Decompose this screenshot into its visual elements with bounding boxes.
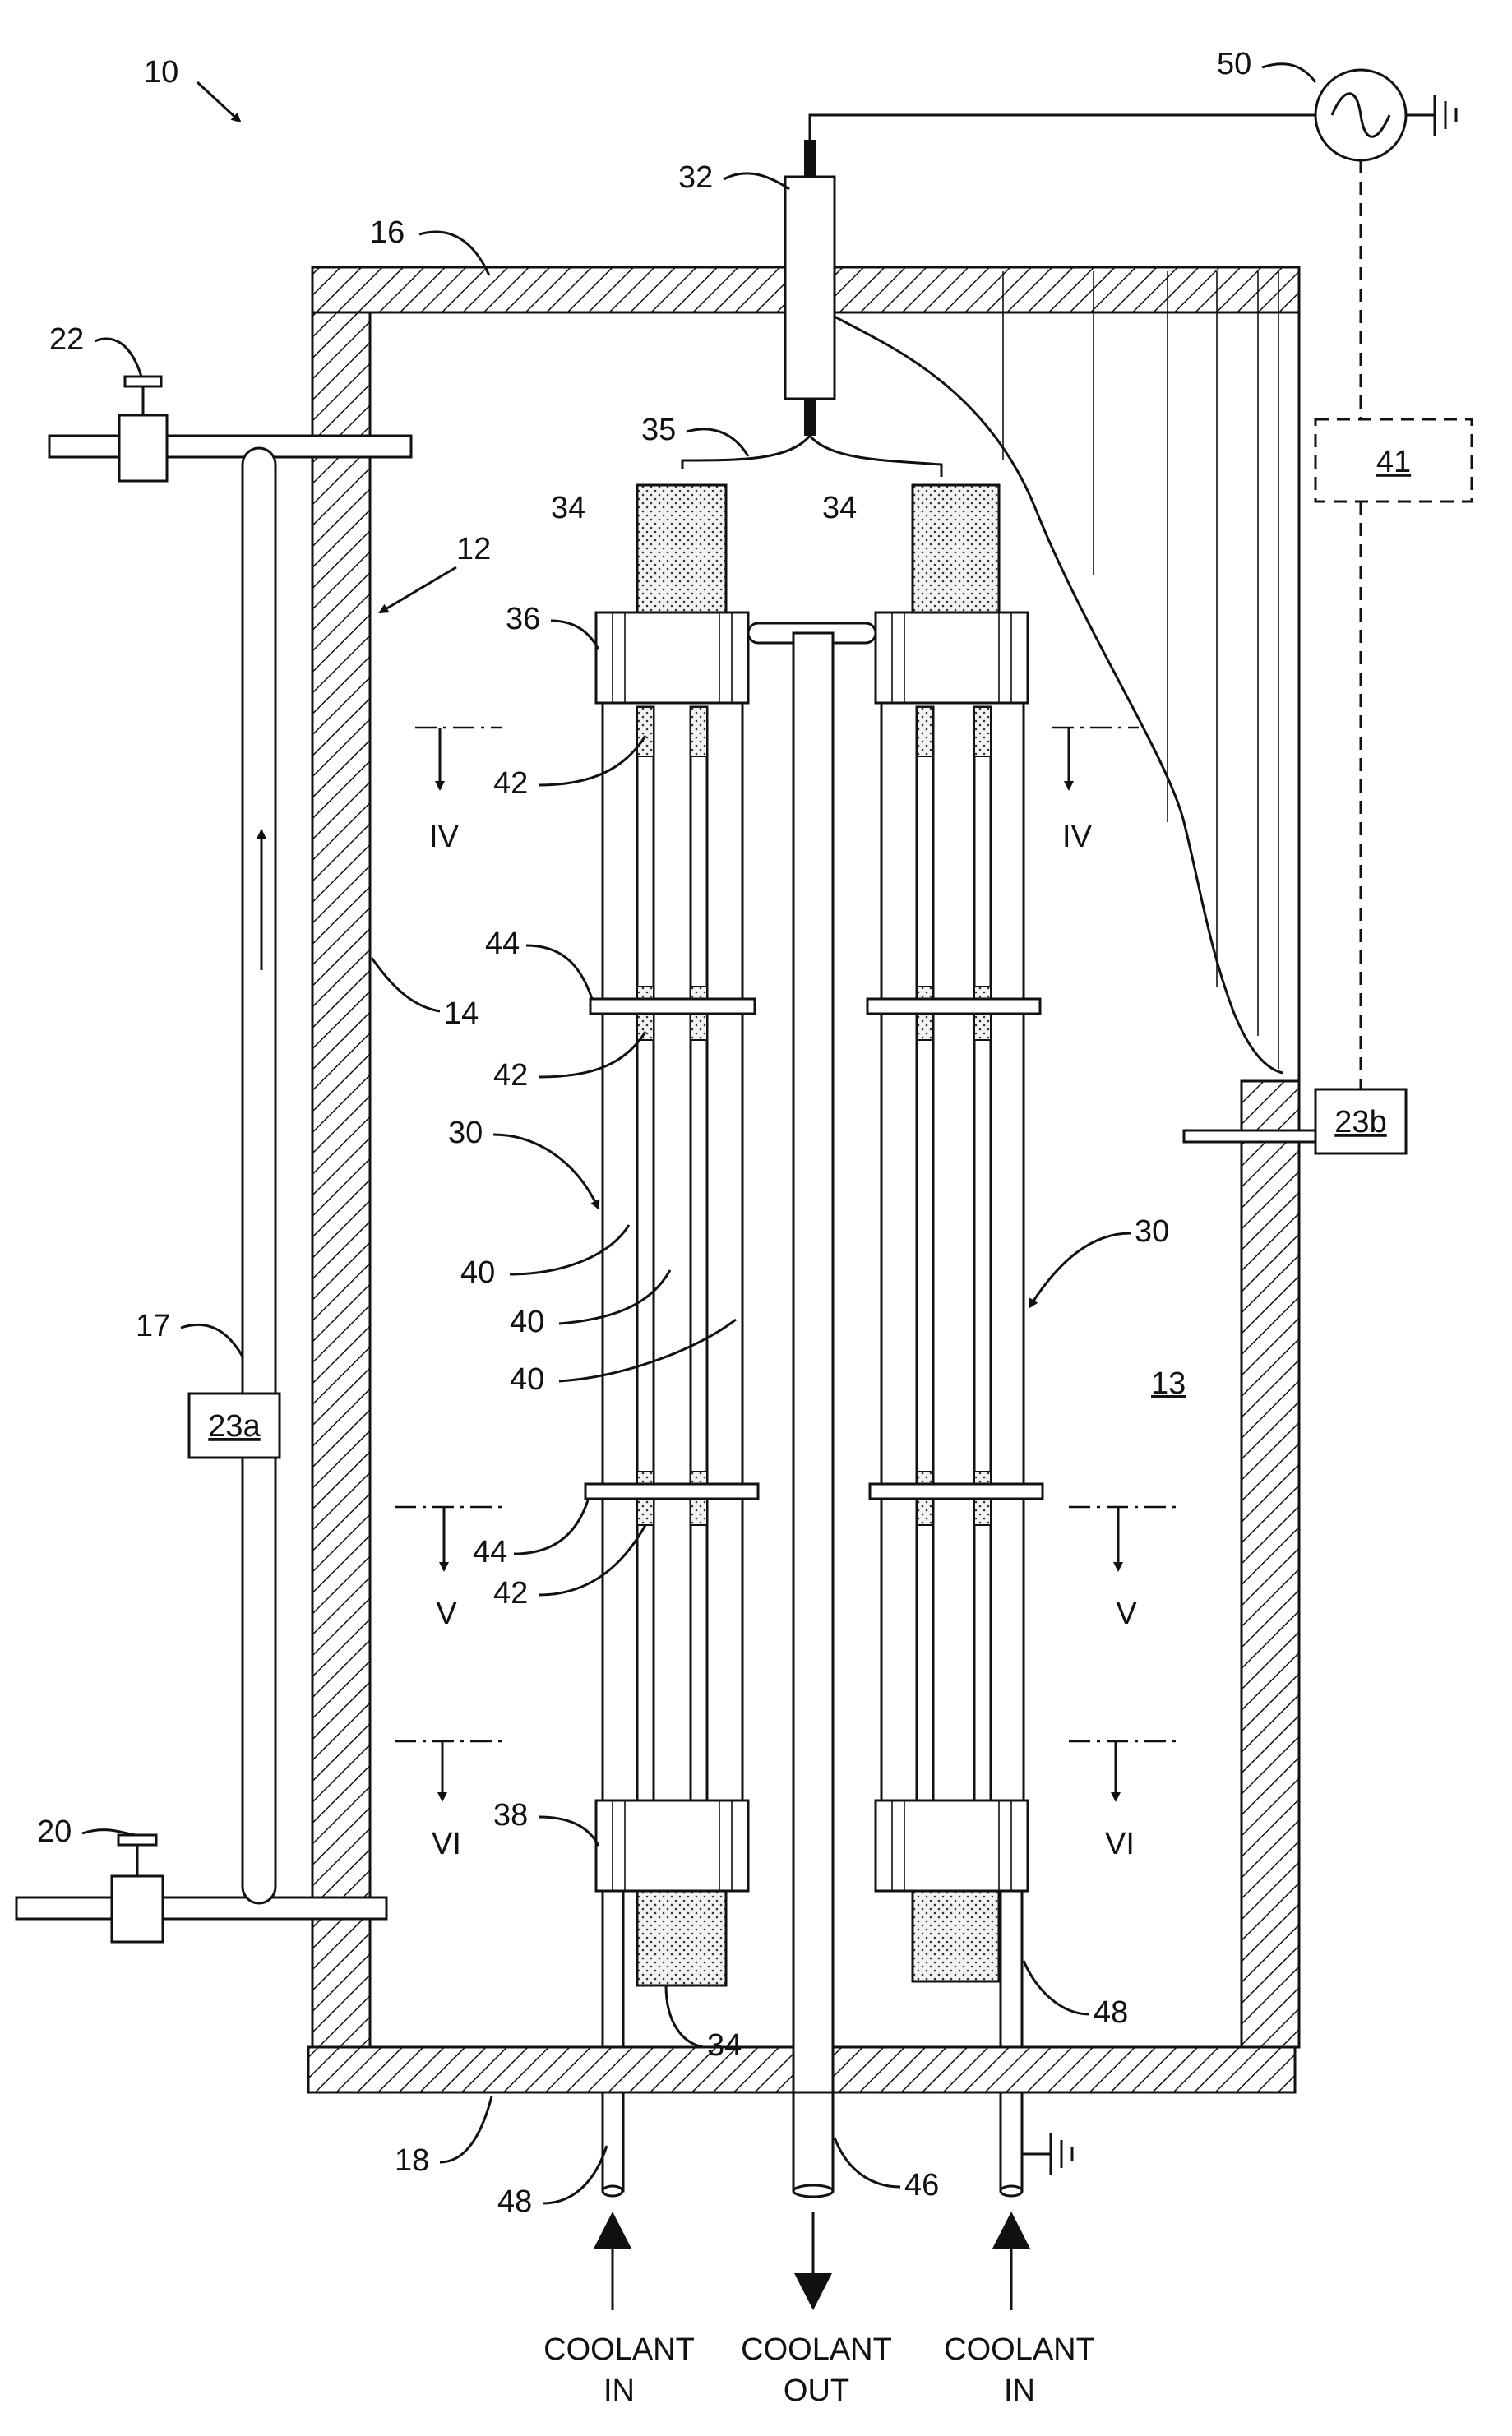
ring-right-lower [870,1484,1043,1499]
ref-46: 46 [904,2168,939,2203]
ring-left-upper [590,999,755,1014]
ref-40-b: 40 [510,1305,544,1339]
ref-10: 10 [144,55,178,90]
rod-right-top [913,485,999,612]
rod-left-top [637,485,726,612]
ring-left-lower [585,1484,758,1499]
lower-valve[interactable] [112,1876,163,1942]
section-mark-vi-right: VI [1069,1741,1176,1861]
ref-44-bottom: 44 [473,1535,507,1569]
vessel-left-wall [312,312,370,2047]
flow-arrow-out [794,2212,832,2310]
electrode-assembly-left [585,485,758,2047]
feedthrough [785,140,835,436]
ref-16: 16 [370,215,405,250]
coolant-in-right-line2: IN [1004,2374,1035,2408]
flow-arrow-in-left [594,2212,631,2310]
ref-22: 22 [49,322,84,357]
section-label-iv-right: IV [1062,820,1093,854]
electrode-assembly-right [867,485,1043,2047]
ring-right-upper [867,999,1040,1014]
collar-lower-right [876,1800,1028,1891]
coolant-out-line2: OUT [784,2374,849,2408]
ref-13: 13 [1151,1366,1186,1401]
ref-35: 35 [641,413,676,447]
ref-32: 32 [678,160,713,195]
collar-lower-left [596,1800,748,1891]
ground-icon [1435,95,1456,136]
collar-upper-right [876,612,1028,703]
ref-42-top: 42 [493,766,528,801]
ref-20: 20 [37,1814,72,1849]
upper-valve[interactable] [119,415,167,481]
coolant-in-left-line1: COOLANT [543,2332,695,2367]
ref-42-mid: 42 [493,1058,528,1093]
section-mark-v-right: V [1069,1507,1176,1631]
rod-left-bottom [637,1891,726,1985]
section-label-iv-left: IV [429,820,460,854]
section-mark-iv-left: IV [415,728,502,854]
ref-42-bottom: 42 [493,1576,528,1611]
ref-40-c: 40 [510,1362,544,1397]
ref-30-left: 30 [448,1116,483,1150]
ref-12: 12 [456,532,491,566]
ref-34-left: 34 [551,491,585,525]
flow-arrow-in-right [992,2212,1030,2310]
ref-36: 36 [506,602,540,636]
section-mark-iv-right: IV [1052,728,1139,854]
coolant-outlet-pipe [748,623,876,2191]
section-label-vi-left: VI [432,1827,461,1861]
ref-44-top: 44 [485,927,520,961]
coolant-out-line1: COOLANT [741,2332,892,2367]
cutaway-shading [1003,271,1278,1069]
section-mark-vi-left: VI [395,1741,502,1861]
collar-upper-left [596,612,748,703]
ground-icon-lower [1051,2133,1072,2175]
sensor-a-label: 23a [208,1409,261,1444]
coolant-in-left-line2: IN [603,2374,635,2408]
ref-40-a: 40 [460,1255,495,1290]
conduit [243,448,275,1903]
section-label-vi-right: VI [1105,1827,1135,1861]
supply-wire [810,115,1315,140]
ref-17: 17 [136,1309,170,1343]
coolant-in-right-line1: COOLANT [944,2332,1095,2367]
ref-34-bottom: 34 [707,2028,742,2063]
ref-48-left: 48 [497,2184,532,2219]
ref-30-right: 30 [1135,1214,1169,1249]
controller-label: 41 [1376,445,1411,479]
ref-14: 14 [444,996,479,1031]
section-label-v-right: V [1116,1597,1137,1631]
ref-34-right: 34 [822,491,857,525]
rod-right-bottom [913,1891,999,1981]
section-label-v-left: V [436,1597,457,1631]
sensor-b-label: 23b [1334,1105,1386,1139]
ref-38: 38 [493,1798,528,1833]
ref-50: 50 [1217,47,1251,81]
vessel-right-wall [1242,1081,1299,2047]
ref-18: 18 [395,2143,429,2178]
flow-labels: COOLANT IN COOLANT OUT COOLANT IN [543,2332,1095,2408]
ref-48-right: 48 [1094,1995,1128,2030]
